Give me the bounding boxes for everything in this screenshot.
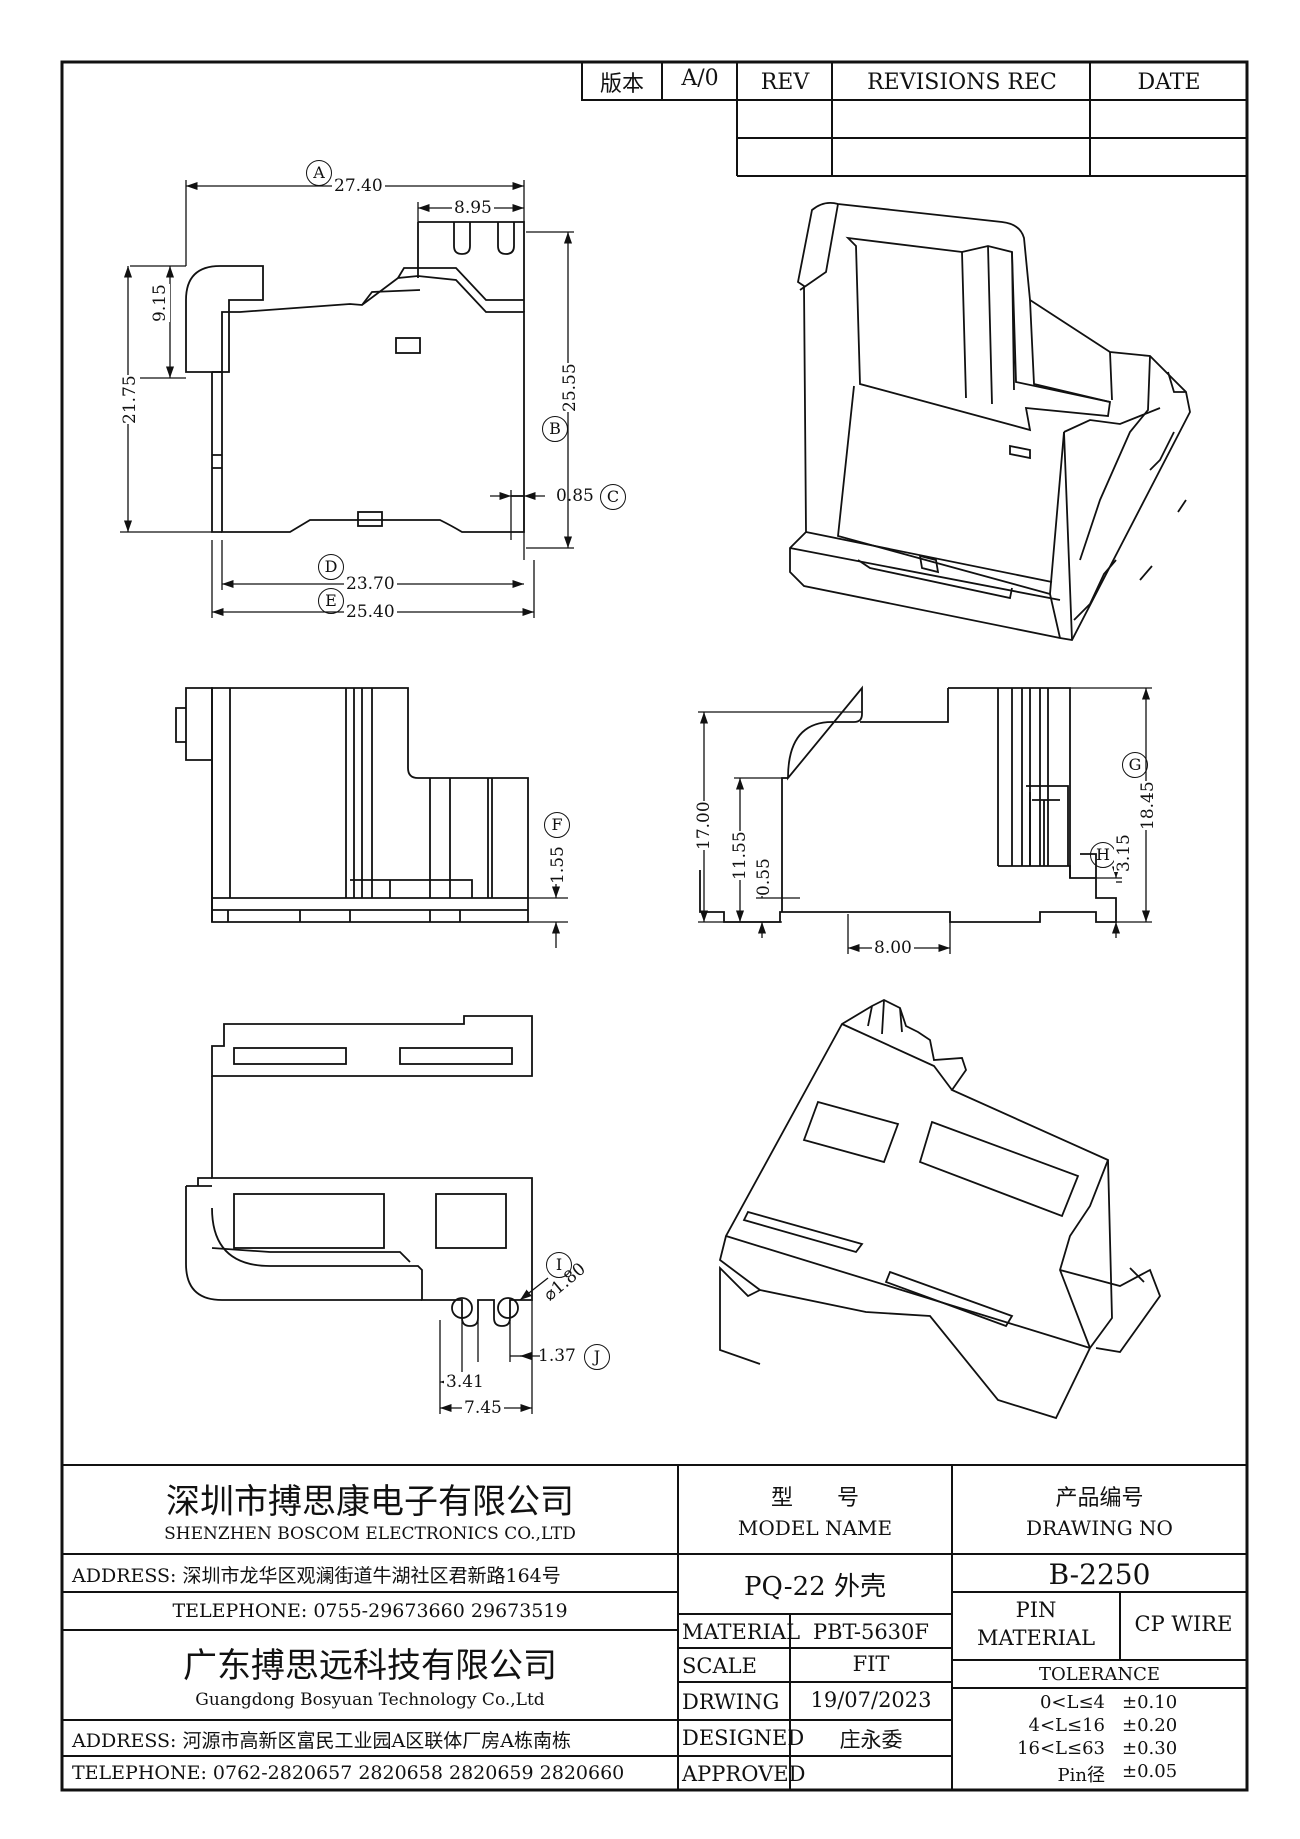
callout-j: J: [584, 1344, 610, 1370]
dim-h: 3.15: [1114, 834, 1134, 872]
version-value: A/0: [681, 66, 719, 91]
dim-left-total: 21.75: [120, 375, 140, 424]
callout-d: D: [318, 554, 344, 580]
company1-cn: 深圳市搏思康电子有限公司: [166, 1482, 574, 1522]
telephone1: TELEPHONE: 0755-29673660 29673519: [172, 1600, 568, 1622]
dim-slot-width: 8.95: [452, 198, 494, 218]
dim-g: 18.45: [1138, 781, 1158, 830]
dim-d: 23.70: [344, 574, 397, 594]
tolerance-range: 4<L≤16: [1028, 1715, 1105, 1736]
dim-side-total: 17.00: [694, 801, 714, 850]
approved-label: APPROVED: [682, 1762, 806, 1786]
tolerance-row: 0<L≤4 ±0.10: [952, 1692, 1247, 1716]
callout-b: B: [542, 416, 568, 442]
bottom-view: [185, 1015, 533, 1327]
dim-b: 25.55: [560, 363, 580, 412]
pin-material-label-1: PIN: [1015, 1598, 1057, 1622]
side-view-dims: [698, 687, 1152, 954]
tolerance-row: 16<L≤63 ±0.30: [952, 1738, 1247, 1762]
dim-j: 1.37: [538, 1346, 576, 1366]
top-view-dims: [120, 180, 574, 618]
revision-block: [581, 61, 1248, 177]
tolerance-row: 4<L≤16 ±0.20: [952, 1715, 1247, 1739]
isometric-view-bottom: [718, 998, 1162, 1420]
version-label: 版本: [599, 72, 644, 97]
scale-label: SCALE: [682, 1654, 757, 1678]
tolerance-value: ±0.20: [1122, 1715, 1178, 1736]
top-view: [185, 221, 525, 533]
address2: ADDRESS: 河源市高新区富民工业园A区联体厂房A栋南栋: [72, 1730, 571, 1752]
dim-side-width: 8.00: [872, 938, 914, 958]
dim-a: 27.40: [332, 176, 385, 196]
company2-en: Guangdong Bosyuan Technology Co.,Ltd: [195, 1690, 545, 1710]
dim-f: 1.55: [548, 846, 568, 884]
company2-cn: 广东搏思远科技有限公司: [183, 1646, 557, 1686]
isometric-view-top: [789, 201, 1191, 641]
material-label: MATERIAL: [682, 1620, 801, 1644]
drawing-value: B-2250: [1048, 1558, 1151, 1591]
drawing-date-label: DRWING: [682, 1690, 780, 1714]
pin-material-label-2: MATERIAL: [976, 1626, 1096, 1650]
dim-left-small: 9.15: [150, 284, 170, 322]
model-value: PQ-22 外壳: [744, 1572, 886, 1602]
dim-pin-pitch: 3.41: [444, 1372, 486, 1392]
callout-g: G: [1122, 752, 1148, 778]
callout-h: H: [1090, 842, 1116, 868]
front-view: [175, 687, 529, 923]
date-header: DATE: [1137, 70, 1201, 95]
tolerance-label: TOLERANCE: [1038, 1664, 1161, 1685]
revisions-header: REVISIONS REC: [867, 70, 1057, 95]
tolerance-row: Pin径 ±0.05: [952, 1761, 1247, 1786]
tolerance-value: ±0.30: [1122, 1738, 1178, 1759]
dim-e: 25.40: [344, 602, 397, 622]
callout-i: I: [546, 1252, 572, 1278]
pin-material-value: CP WIRE: [1134, 1612, 1233, 1636]
tolerance-value: ±0.10: [1122, 1692, 1178, 1713]
tolerance-range: 16<L≤63: [1017, 1738, 1105, 1759]
designed-value: 庄永委: [839, 1728, 903, 1752]
rev-header: REV: [760, 70, 810, 95]
tolerance-range: Pin径: [1057, 1765, 1105, 1786]
drawing-date-value: 19/07/2023: [810, 1688, 932, 1712]
scale-value: FIT: [852, 1652, 890, 1676]
model-label-cn: 型 号: [770, 1486, 859, 1511]
callout-e: E: [318, 588, 344, 614]
callout-a: A: [306, 160, 332, 186]
callout-f: F: [544, 812, 570, 838]
telephone2: TELEPHONE: 0762-2820657 2820658 2820659 …: [72, 1762, 625, 1784]
drawing-label-cn: 产品编号: [1055, 1486, 1144, 1511]
dim-c: 0.85: [556, 486, 594, 506]
tolerance-value: ±0.05: [1122, 1761, 1178, 1782]
dim-side-small: 0.55: [754, 858, 774, 896]
dim-side-mid: 11.55: [730, 831, 750, 880]
title-block-grid: [62, 1464, 1247, 1790]
tolerance-range: 0<L≤4: [1039, 1692, 1105, 1713]
designed-label: DESIGNED: [682, 1726, 805, 1750]
drawing-label-en: DRAWING NO: [1026, 1516, 1173, 1540]
model-label-en: MODEL NAME: [737, 1516, 893, 1540]
address1: ADDRESS: 深圳市龙华区观澜街道牛湖社区君新路164号: [72, 1565, 561, 1587]
dim-pin-span: 7.45: [462, 1398, 504, 1418]
company1-en: SHENZHEN BOSCOM ELECTRONICS CO.,LTD: [164, 1524, 576, 1544]
callout-c: C: [600, 484, 626, 510]
material-value: PBT-5630F: [813, 1620, 929, 1644]
